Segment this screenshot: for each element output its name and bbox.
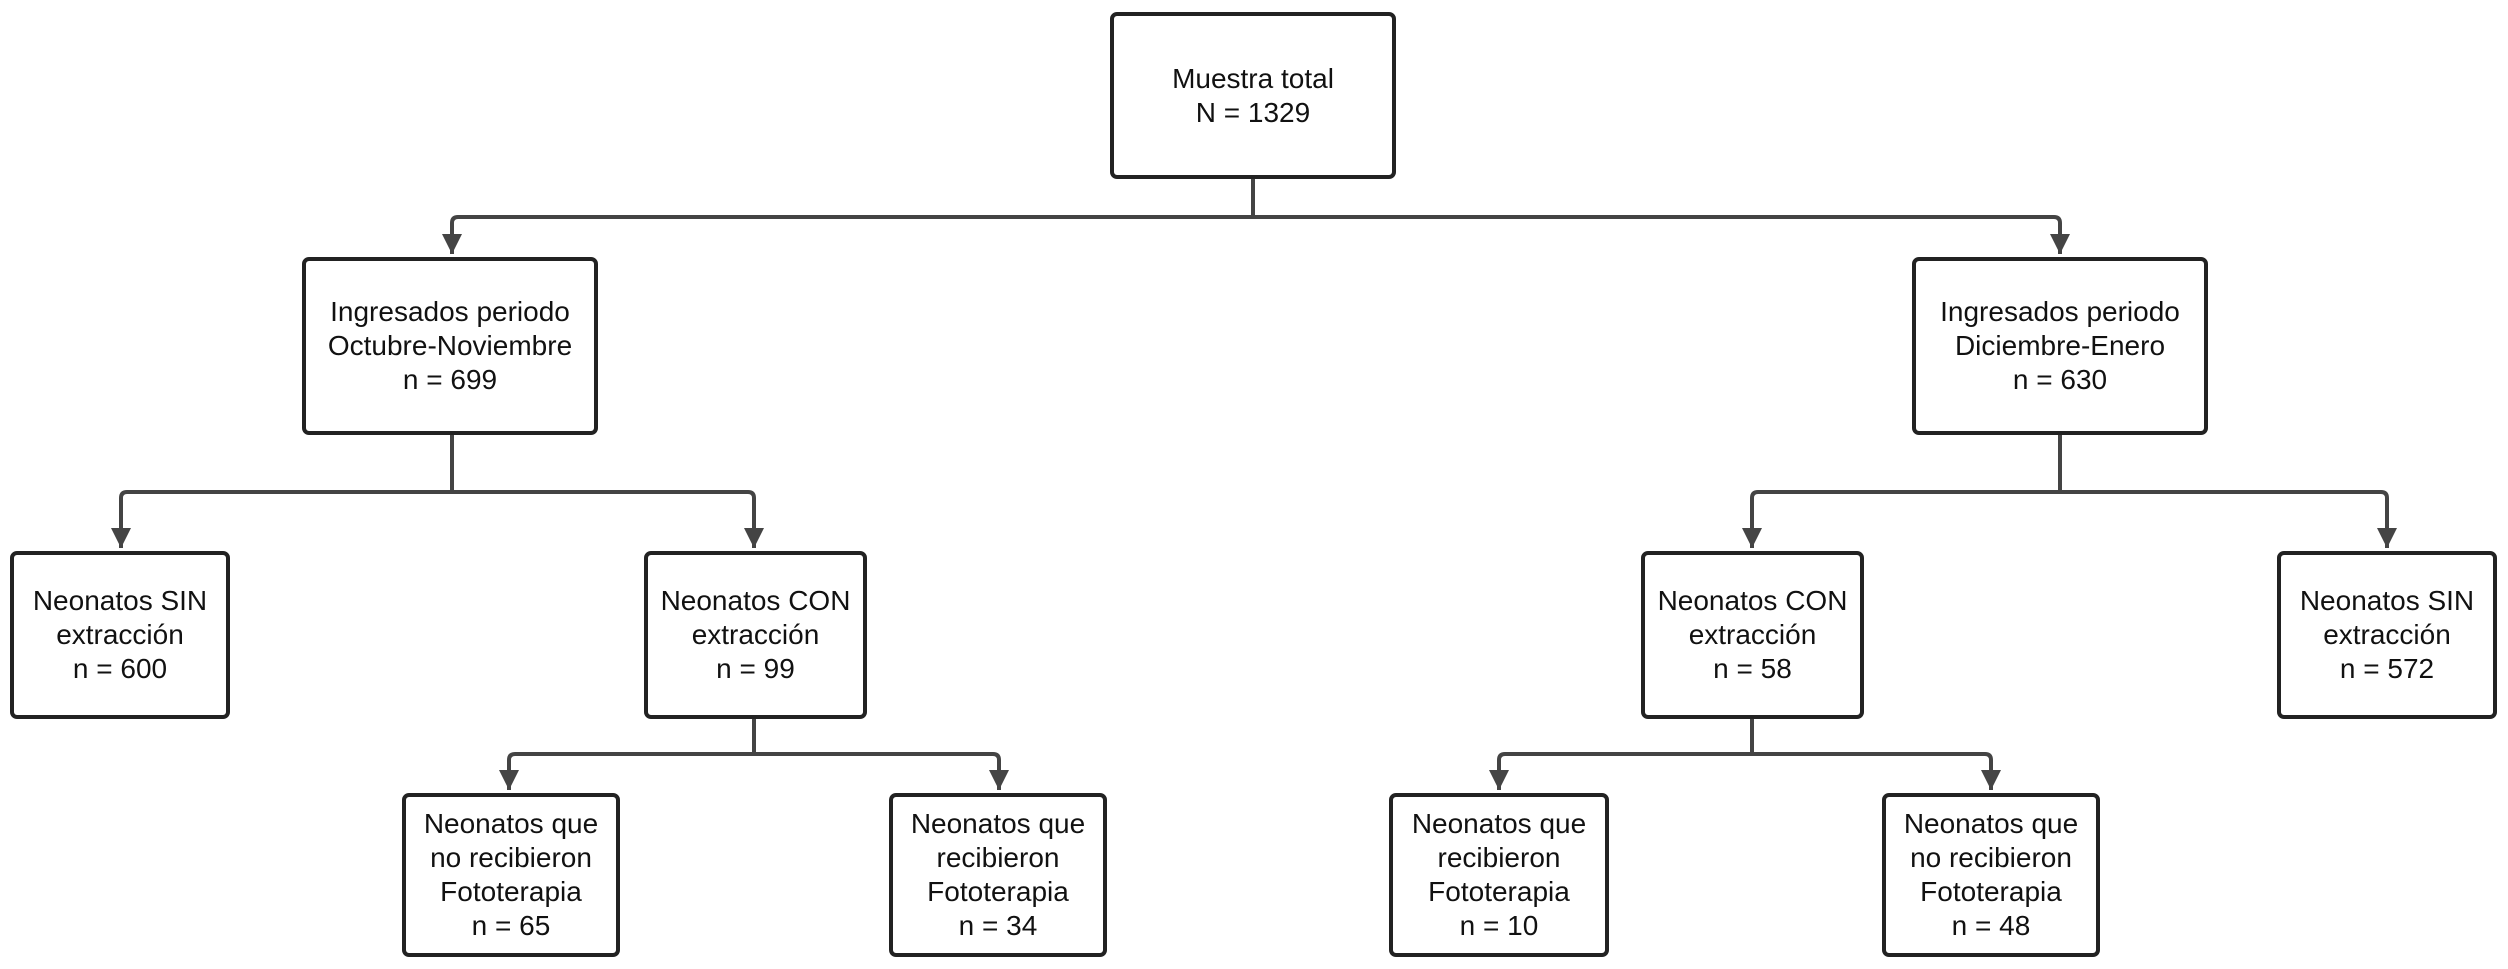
node-october-no-phototherapy: Neonatos que no recibieron Fototerapia n… bbox=[402, 793, 620, 957]
node-text-line: n = 34 bbox=[958, 910, 1038, 941]
node-text-line: n = 58 bbox=[1713, 653, 1792, 684]
node-text-line: Fototerapia bbox=[440, 876, 582, 907]
node-text-line: no recibieron bbox=[430, 842, 592, 873]
node-text-line: Fototerapia bbox=[927, 876, 1069, 907]
connector-october-to-con bbox=[452, 490, 764, 548]
connector-con-right-to-no-foto bbox=[1752, 752, 2001, 790]
node-text-line: N = 1329 bbox=[1195, 96, 1311, 128]
node-text-line: Diciembre-Enero bbox=[1954, 330, 2166, 361]
node-october-phototherapy: Neonatos que recibieron Fototerapia n = … bbox=[889, 793, 1107, 957]
node-december-with-extraction: Neonatos CON extracción n = 58 bbox=[1641, 551, 1864, 719]
node-text-line: Muestra total bbox=[1172, 62, 1334, 94]
node-text-line: n = 572 bbox=[2339, 653, 2435, 684]
node-text-line: Neonatos que bbox=[423, 808, 599, 839]
root-node-total-sample: Muestra total N = 1329 bbox=[1110, 12, 1396, 179]
node-text-line: Neonatos que bbox=[1903, 808, 2079, 839]
node-text-line: n = 600 bbox=[72, 653, 168, 684]
node-text-line: Octubre-Noviembre bbox=[327, 330, 573, 361]
node-text-line: n = 630 bbox=[2012, 364, 2108, 395]
node-text-line: Neonatos SIN bbox=[32, 585, 208, 616]
node-text-line: Neonatos que bbox=[1411, 808, 1587, 839]
node-text-line: Neonatos SIN bbox=[2299, 585, 2475, 616]
connector-root-to-december bbox=[1253, 215, 2070, 254]
node-text-line: recibieron bbox=[936, 842, 1060, 873]
connector-con-left-to-no-foto bbox=[499, 719, 756, 790]
node-december-january: Ingresados periodo Diciembre-Enero n = 6… bbox=[1912, 257, 2208, 435]
node-text-line: n = 48 bbox=[1951, 910, 2031, 941]
node-text-line: extracción bbox=[56, 619, 184, 650]
node-text-line: no recibieron bbox=[1910, 842, 2072, 873]
node-text-line: n = 99 bbox=[716, 653, 795, 684]
node-text-line: n = 65 bbox=[471, 910, 551, 941]
node-october-with-extraction: Neonatos CON extracción n = 99 bbox=[644, 551, 867, 719]
connector-con-left-to-foto bbox=[754, 752, 1009, 790]
node-text-line: Fototerapia bbox=[1428, 876, 1570, 907]
node-text-line: Neonatos que bbox=[910, 808, 1086, 839]
node-december-phototherapy: Neonatos que recibieron Fototerapia n = … bbox=[1389, 793, 1609, 957]
connector-december-to-con bbox=[1742, 435, 2062, 548]
node-october-without-extraction: Neonatos SIN extracción n = 600 bbox=[10, 551, 230, 719]
node-text-line: Ingresados periodo bbox=[1940, 296, 2180, 327]
node-december-without-extraction: Neonatos SIN extracción n = 572 bbox=[2277, 551, 2497, 719]
node-text-line: Neonatos CON bbox=[660, 585, 851, 616]
node-text-line: n = 699 bbox=[402, 364, 498, 395]
connector-con-right-to-foto bbox=[1489, 719, 1754, 790]
node-text-line: recibieron bbox=[1437, 842, 1561, 873]
node-text-line: Fototerapia bbox=[1920, 876, 2062, 907]
node-text-line: extracción bbox=[1688, 619, 1817, 650]
connector-october-to-sin bbox=[111, 435, 454, 548]
node-text-line: Neonatos CON bbox=[1657, 585, 1848, 616]
connector-root-to-october bbox=[442, 179, 1255, 254]
node-text-line: extracción bbox=[2323, 619, 2451, 650]
node-text-line: extracción bbox=[691, 619, 820, 650]
node-text-line: n = 10 bbox=[1459, 910, 1539, 941]
connector-december-to-sin bbox=[2060, 490, 2397, 548]
node-december-no-phototherapy: Neonatos que no recibieron Fototerapia n… bbox=[1882, 793, 2100, 957]
node-text-line: Ingresados periodo bbox=[330, 296, 570, 327]
node-october-november: Ingresados periodo Octubre-Noviembre n =… bbox=[302, 257, 598, 435]
